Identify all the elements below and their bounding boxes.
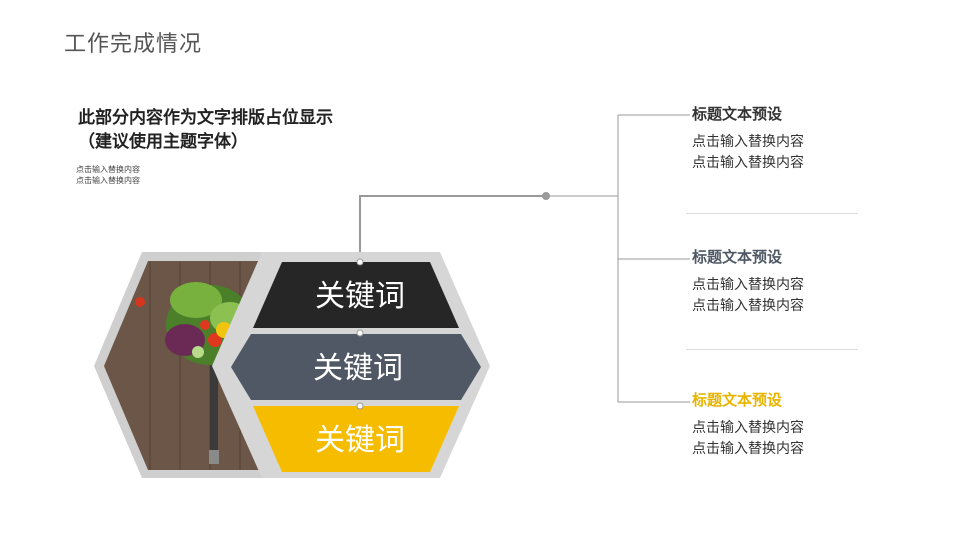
intro-heading-line2: （建议使用主题字体） — [78, 132, 248, 152]
divider-1 — [686, 213, 858, 214]
item-1-line1: 点击输入替换内容 — [692, 134, 804, 150]
keyword-band-3[interactable]: 关键词 — [253, 406, 459, 472]
item-1: 标题文本预设 点击输入替换内容 点击输入替换内容 — [692, 104, 882, 174]
item-1-title: 标题文本预设 — [692, 105, 783, 123]
intro-body: 点击输入替换内容 点击输入替换内容 — [76, 164, 140, 186]
divider-2 — [686, 349, 858, 350]
keyword-label-1: 关键词 — [315, 279, 405, 314]
keyword-label-3: 关键词 — [315, 423, 405, 458]
keyword-band-1[interactable]: 关键词 — [253, 262, 459, 328]
connector-dot — [542, 192, 550, 200]
intro-body-line1: 点击输入替换内容 — [76, 165, 140, 174]
band-dots — [356, 258, 364, 410]
item-1-line2: 点击输入替换内容 — [692, 155, 804, 171]
item-3-line2: 点击输入替换内容 — [692, 441, 804, 457]
intro-heading: 此部分内容作为文字排版占位显示 （建议使用主题字体） — [78, 106, 333, 154]
keyword-label-2: 关键词 — [313, 351, 403, 386]
connector-lines — [359, 114, 690, 403]
intro-heading-line1: 此部分内容作为文字排版占位显示 — [78, 108, 333, 128]
item-3-title: 标题文本预设 — [692, 391, 783, 409]
item-3-line1: 点击输入替换内容 — [692, 420, 804, 436]
item-2-line2: 点击输入替换内容 — [692, 298, 804, 314]
item-2: 标题文本预设 点击输入替换内容 点击输入替换内容 — [692, 247, 882, 317]
item-2-title: 标题文本预设 — [692, 248, 783, 266]
keyword-band-2[interactable]: 关键词 — [231, 334, 481, 400]
page-title: 工作完成情况 — [64, 32, 203, 57]
intro-body-line2: 点击输入替换内容 — [76, 176, 140, 185]
item-3: 标题文本预设 点击输入替换内容 点击输入替换内容 — [692, 390, 882, 460]
item-2-line1: 点击输入替换内容 — [692, 277, 804, 293]
